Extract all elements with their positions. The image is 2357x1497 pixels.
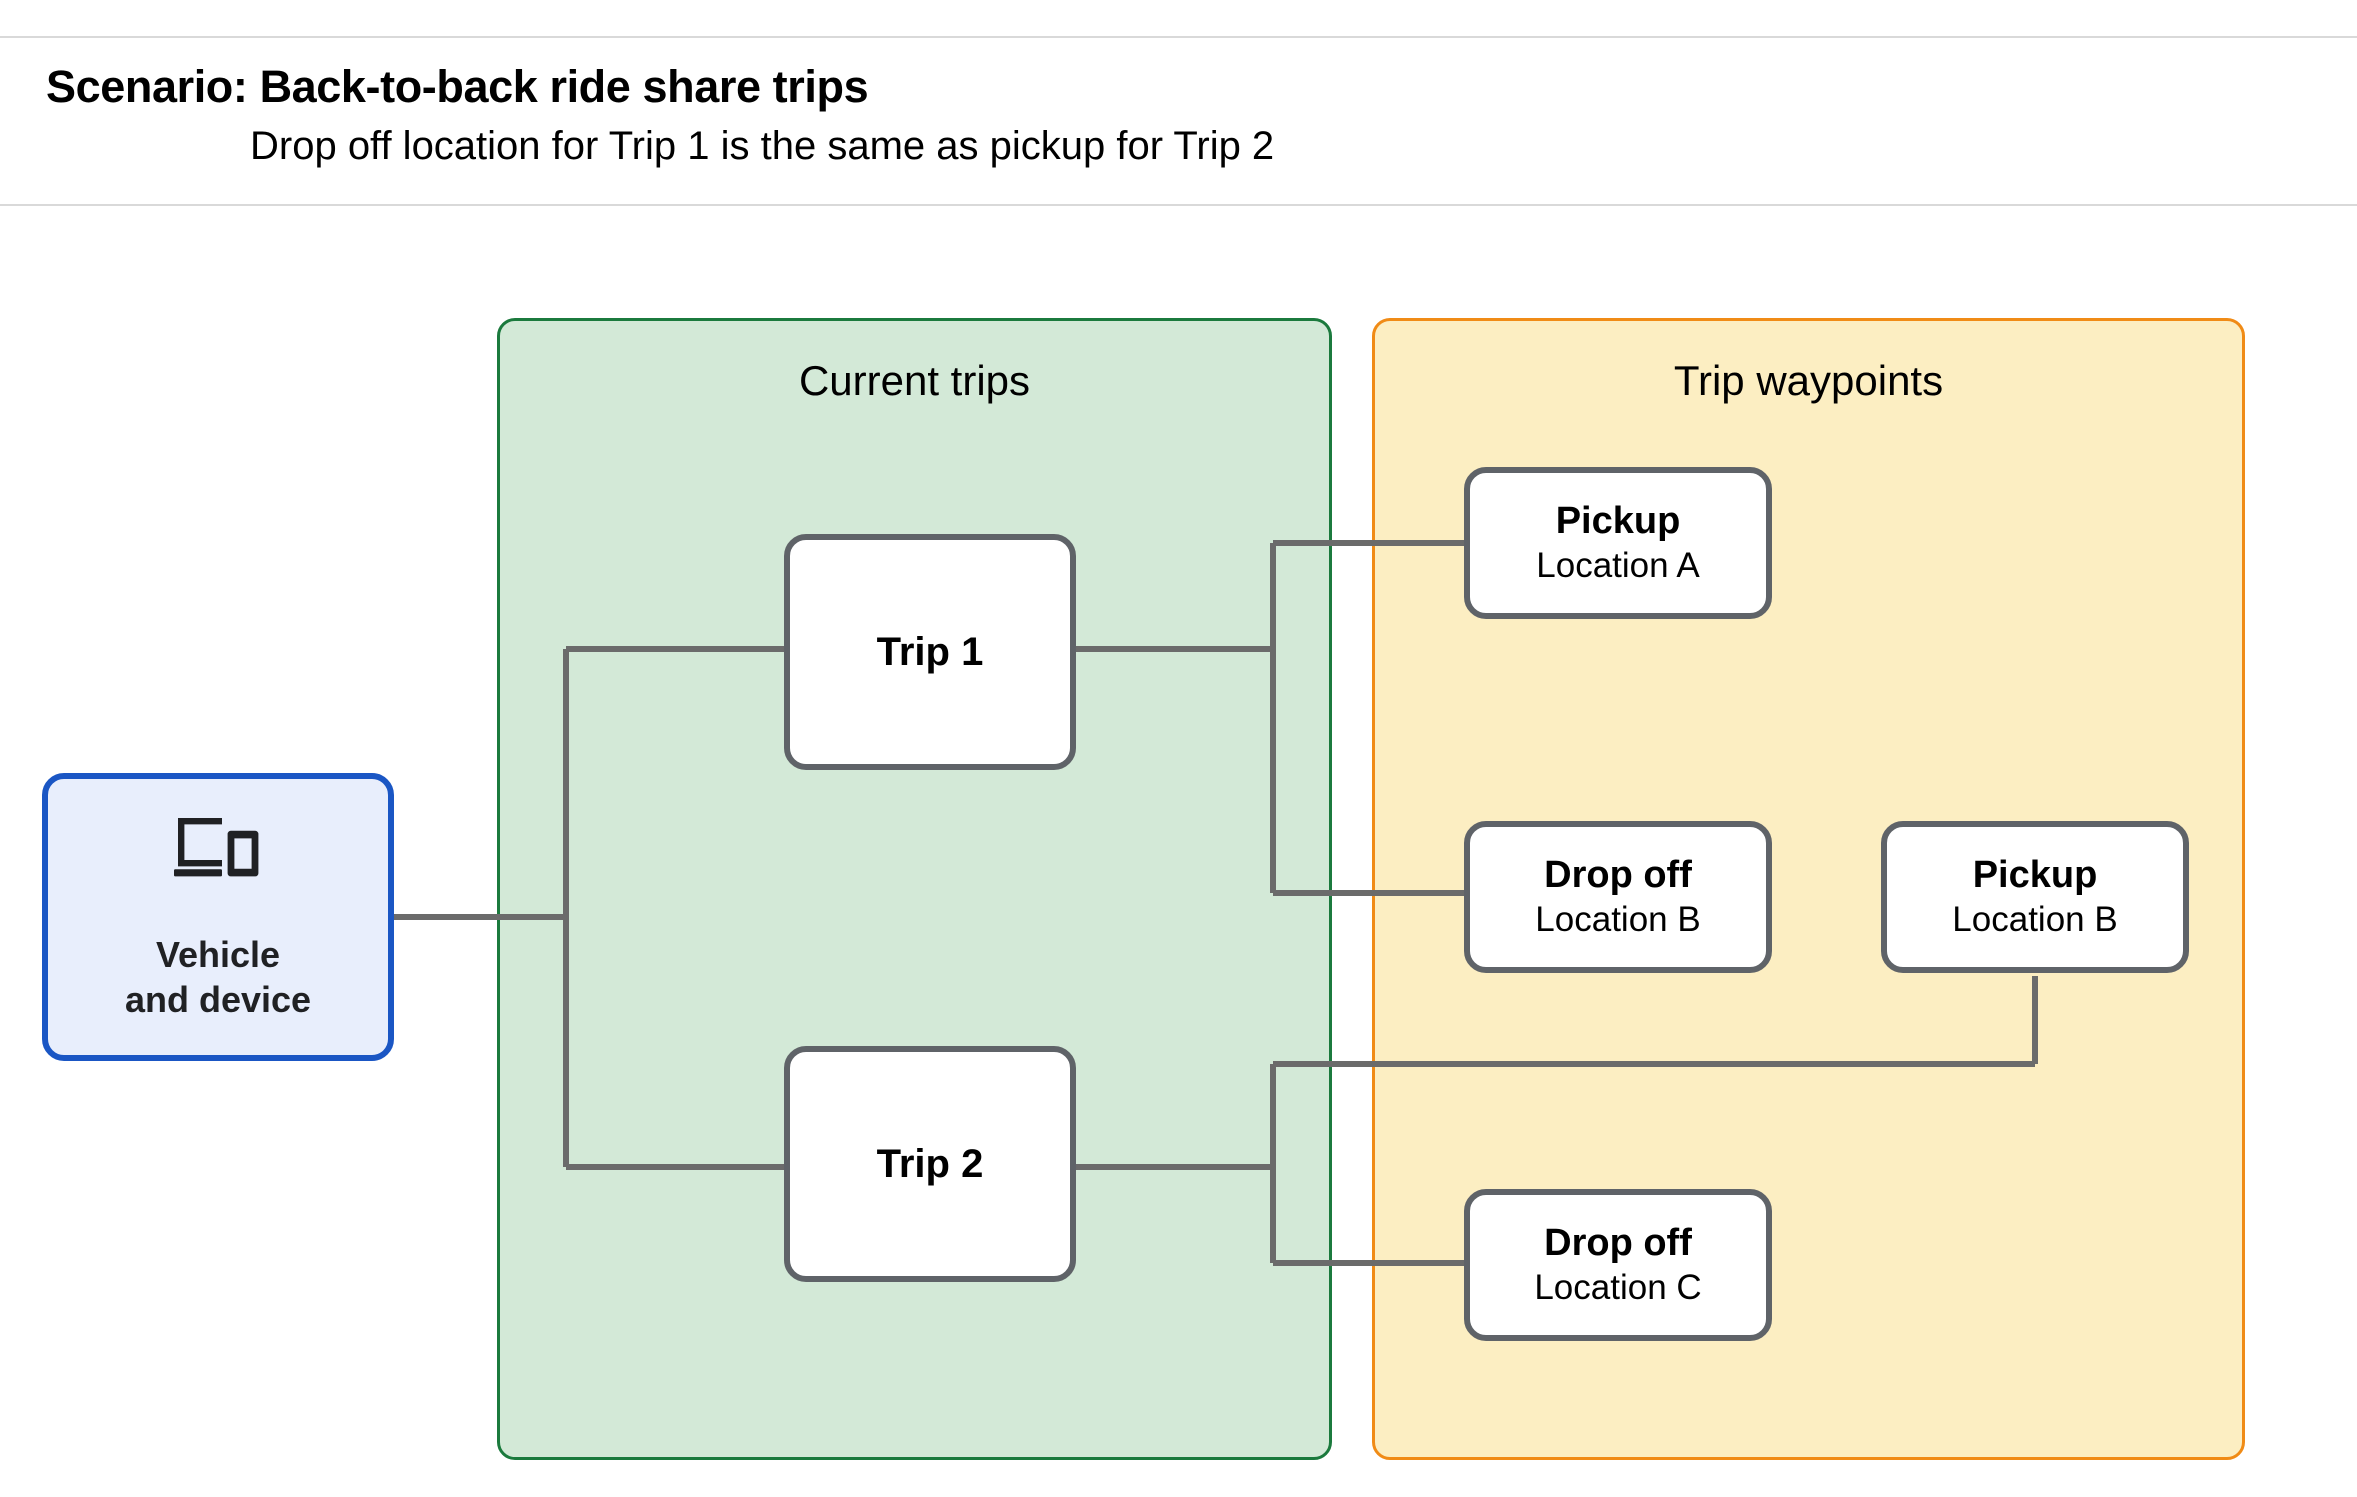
waypoint-pickup-b-type: Pickup <box>1972 854 2098 896</box>
node-waypoint-pickup-b[interactable]: Pickup Location B <box>1881 821 2189 973</box>
waypoint-dropoff-c-location: Location C <box>1534 1268 1702 1307</box>
node-vehicle-and-device[interactable]: Vehicle and device <box>42 773 394 1061</box>
node-waypoint-pickup-a[interactable]: Pickup Location A <box>1464 467 1772 619</box>
node-waypoint-dropoff-c[interactable]: Drop off Location C <box>1464 1189 1772 1341</box>
node-waypoint-dropoff-b[interactable]: Drop off Location B <box>1464 821 1772 973</box>
node-trip-1-label: Trip 1 <box>876 630 984 674</box>
waypoint-dropoff-b-type: Drop off <box>1544 854 1692 896</box>
waypoint-dropoff-c-type: Drop off <box>1544 1222 1692 1264</box>
group-trip-waypoints-title: Trip waypoints <box>1673 357 1944 404</box>
node-trip-2[interactable]: Trip 2 <box>784 1046 1076 1282</box>
node-trip-2-label: Trip 2 <box>876 1142 984 1186</box>
devices-icon <box>174 818 259 877</box>
waypoint-pickup-a-type: Pickup <box>1555 500 1681 542</box>
page-title: Scenario: Back-to-back ride share trips <box>46 61 869 112</box>
header: Scenario: Back-to-back ride share trips … <box>46 58 2246 172</box>
group-current-trips-title: Current trips <box>798 357 1031 404</box>
header-divider-top <box>0 36 2357 38</box>
waypoint-pickup-b-location: Location B <box>1952 900 2118 939</box>
header-divider-bottom <box>0 204 2357 206</box>
group-current-trips: Current trips <box>497 318 1332 1460</box>
node-trip-1[interactable]: Trip 1 <box>784 534 1076 770</box>
node-vehicle-label: Vehicle and device <box>124 934 312 1020</box>
waypoint-pickup-a-location: Location A <box>1536 546 1700 585</box>
page-subtitle: Drop off location for Trip 1 is the same… <box>250 124 1275 168</box>
waypoint-dropoff-b-location: Location B <box>1535 900 1701 939</box>
